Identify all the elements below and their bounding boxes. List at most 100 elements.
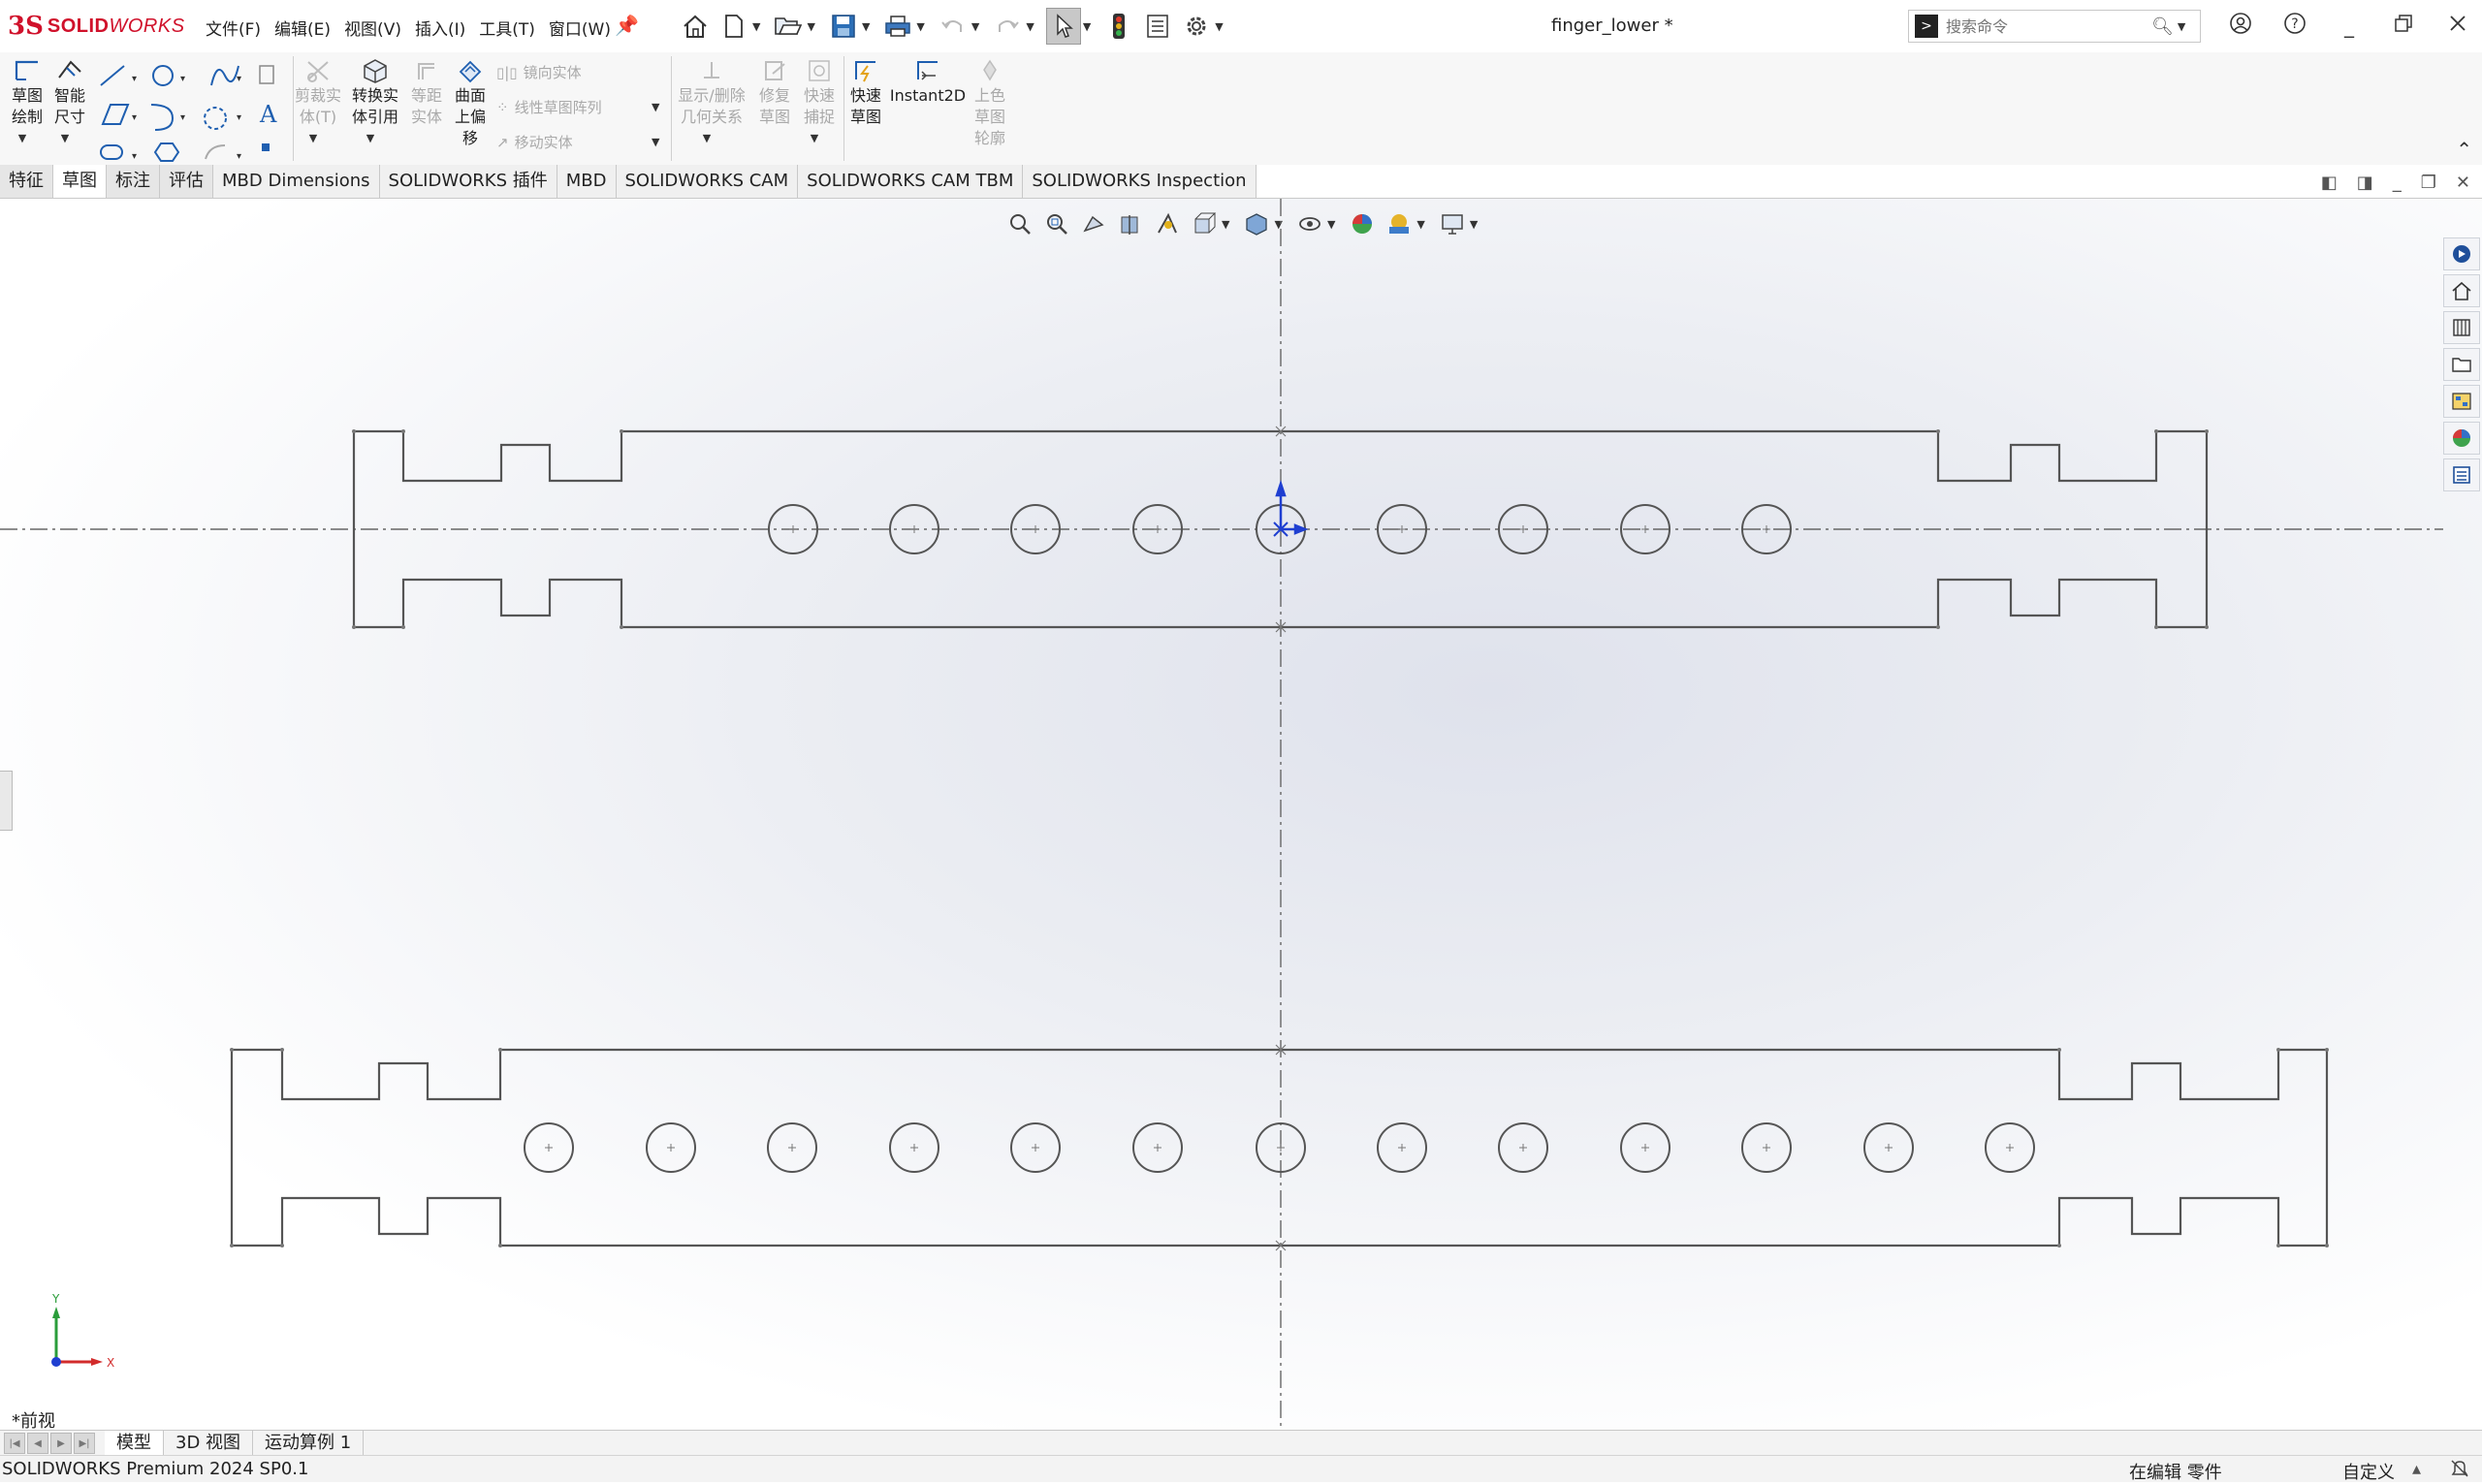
sketch-button[interactable]: 草图 绘制 ▼ (8, 58, 47, 149)
menu-edit[interactable]: 编辑(E) (274, 20, 332, 40)
last-tab-icon[interactable]: ▶| (74, 1433, 95, 1454)
chevron-down-icon[interactable]: ▼ (1026, 19, 1034, 33)
custom-properties-icon[interactable] (2443, 458, 2480, 491)
chevron-down-icon[interactable]: ▼ (1215, 19, 1224, 33)
menu-view[interactable]: 视图(V) (344, 20, 401, 40)
collapse-ribbon-icon[interactable]: ⌃ (2456, 138, 2472, 161)
tab-mbd-dimensions[interactable]: MBD Dimensions (213, 165, 380, 198)
view-settings-monitor-icon[interactable] (1437, 208, 1468, 239)
dynamic-annotation-icon[interactable] (1152, 208, 1183, 239)
sketch-canvas[interactable] (0, 199, 2443, 1430)
split-left-icon[interactable]: ◧ (2320, 173, 2338, 193)
trim-entities-button[interactable]: 剪裁实 体(T) ▼ (295, 58, 341, 149)
tab-solidworks-addins[interactable]: SOLIDWORKS 插件 (379, 165, 557, 198)
mirror-entities-button[interactable]: ▯|▯镜向实体 (496, 63, 582, 82)
offset-on-surface-button[interactable]: 曲面 上偏 移 (450, 58, 491, 149)
tab-3d-views[interactable]: 3D 视图 (164, 1431, 254, 1456)
chevron-down-icon[interactable]: ▼ (1469, 217, 1479, 231)
chevron-up-icon[interactable]: ▴ (2412, 1459, 2422, 1479)
graphics-area[interactable]: ▼ ▼ ▼ ▼ ▼ (0, 199, 2482, 1432)
close-document-icon[interactable]: ✕ (2455, 173, 2470, 193)
undo-icon[interactable] (937, 9, 970, 44)
redo-icon[interactable] (991, 9, 1024, 44)
menu-insert[interactable]: 插入(I) (414, 20, 466, 40)
chevron-down-icon[interactable]: ▼ (652, 101, 660, 113)
file-properties-icon[interactable] (1141, 9, 1174, 44)
save-icon[interactable] (827, 9, 860, 44)
linear-pattern-button[interactable]: ⁘线性草图阵列 (496, 98, 602, 117)
tab-motion-study[interactable]: 运动算例 1 (253, 1431, 365, 1456)
chevron-down-icon[interactable]: ▼ (971, 19, 980, 33)
restore-window-icon[interactable] (2389, 14, 2418, 39)
menu-file[interactable]: 文件(F) (206, 20, 262, 40)
new-document-icon[interactable] (717, 9, 750, 44)
chevron-down-icon[interactable]: ▼ (17, 132, 27, 144)
minimize-document-icon[interactable]: _ (2392, 173, 2402, 193)
rapid-sketch-button[interactable]: 快速 草图 (845, 58, 886, 128)
open-folder-icon[interactable] (772, 9, 805, 44)
apply-scene-icon[interactable] (1384, 208, 1415, 239)
next-tab-icon[interactable]: ▶ (50, 1433, 72, 1454)
tab-model[interactable]: 模型 (105, 1431, 164, 1456)
chevron-down-icon[interactable]: ▼ (1274, 217, 1283, 231)
home-icon[interactable] (679, 9, 712, 44)
tab-solidworks-cam[interactable]: SOLIDWORKS CAM (616, 165, 799, 198)
print-icon[interactable] (881, 9, 914, 44)
zoom-to-fit-icon[interactable] (1004, 208, 1035, 239)
view-orientation-icon[interactable] (1189, 208, 1220, 239)
rebuild-traffic-light-icon[interactable] (1102, 9, 1135, 44)
chevron-down-icon[interactable]: ▼ (366, 132, 375, 144)
chevron-down-icon[interactable]: ▼ (1326, 217, 1336, 231)
chevron-down-icon[interactable]: ▼ (810, 132, 819, 144)
close-window-icon[interactable] (2443, 14, 2472, 39)
search-icon[interactable]: 🔍︎ (2151, 16, 2174, 37)
search-input[interactable] (1944, 16, 2151, 37)
first-tab-icon[interactable]: |◀ (4, 1433, 25, 1454)
tab-solidworks-inspection[interactable]: SOLIDWORKS Inspection (1023, 165, 1257, 198)
shaded-sketch-contours-button[interactable]: 上色 草图 轮廓 (970, 58, 1010, 149)
chevron-down-icon[interactable]: ▼ (916, 19, 925, 33)
zoom-to-area-icon[interactable] (1041, 208, 1072, 239)
section-view-icon[interactable] (1115, 208, 1146, 239)
view-palette-icon[interactable] (2443, 385, 2480, 418)
file-explorer-icon[interactable] (2443, 348, 2480, 381)
chevron-down-icon[interactable]: ▼ (652, 136, 660, 148)
instant2d-button[interactable]: Instant2D (888, 58, 968, 107)
chevron-down-icon[interactable]: ▼ (308, 132, 318, 144)
tab-solidworks-cam-tbm[interactable]: SOLIDWORKS CAM TBM (798, 165, 1024, 198)
user-account-icon[interactable] (2226, 12, 2255, 41)
feature-manager-collapse-handle[interactable] (0, 771, 13, 831)
pin-menu-icon[interactable]: 📌 (615, 14, 639, 37)
design-library-icon[interactable] (2443, 311, 2480, 344)
convert-entities-button[interactable]: 转换实 体引用 ▼ (347, 58, 403, 149)
display-style-icon[interactable] (1241, 208, 1272, 239)
chevron-down-icon[interactable]: ▼ (60, 132, 70, 144)
appearances-scenes-icon[interactable] (2443, 422, 2480, 455)
tab-markup[interactable]: 标注 (107, 165, 160, 198)
options-gear-icon[interactable] (1180, 9, 1213, 44)
smart-dimension-button[interactable]: 智能 尺寸 ▼ (50, 58, 89, 149)
tab-mbd[interactable]: MBD (557, 165, 617, 198)
unit-system-selector[interactable]: 自定义 (2342, 1463, 2395, 1483)
prev-tab-icon[interactable]: ◀ (27, 1433, 48, 1454)
chevron-down-icon[interactable]: ▼ (861, 19, 871, 33)
minimize-window-icon[interactable]: _ (2344, 15, 2354, 38)
display-delete-relations-button[interactable]: 显示/删除 几何关系 ▼ (673, 58, 750, 149)
edit-appearance-icon[interactable] (1347, 208, 1378, 239)
restore-document-icon[interactable]: ❐ (2420, 173, 2436, 193)
chevron-down-icon[interactable]: ▼ (2177, 19, 2186, 33)
hide-show-items-icon[interactable] (1294, 208, 1325, 239)
chevron-down-icon[interactable]: ▼ (807, 19, 815, 33)
chevron-down-icon[interactable]: ▼ (1222, 217, 1230, 231)
help-icon[interactable]: ? (2280, 12, 2309, 41)
home-task-pane-icon[interactable] (2443, 274, 2480, 307)
offset-entities-button[interactable]: 等距 实体 (407, 58, 446, 128)
tab-features[interactable]: 特征 (0, 165, 53, 198)
previous-view-icon[interactable] (1078, 208, 1109, 239)
repair-sketch-button[interactable]: 修复 草图 (754, 58, 795, 128)
split-right-icon[interactable]: ◨ (2356, 173, 2373, 193)
notifications-icon[interactable] (2449, 1458, 2470, 1484)
solidworks-resources-icon[interactable] (2443, 237, 2480, 270)
tab-evaluate[interactable]: 评估 (160, 165, 213, 198)
move-entities-button[interactable]: ↗移动实体 (496, 133, 573, 152)
